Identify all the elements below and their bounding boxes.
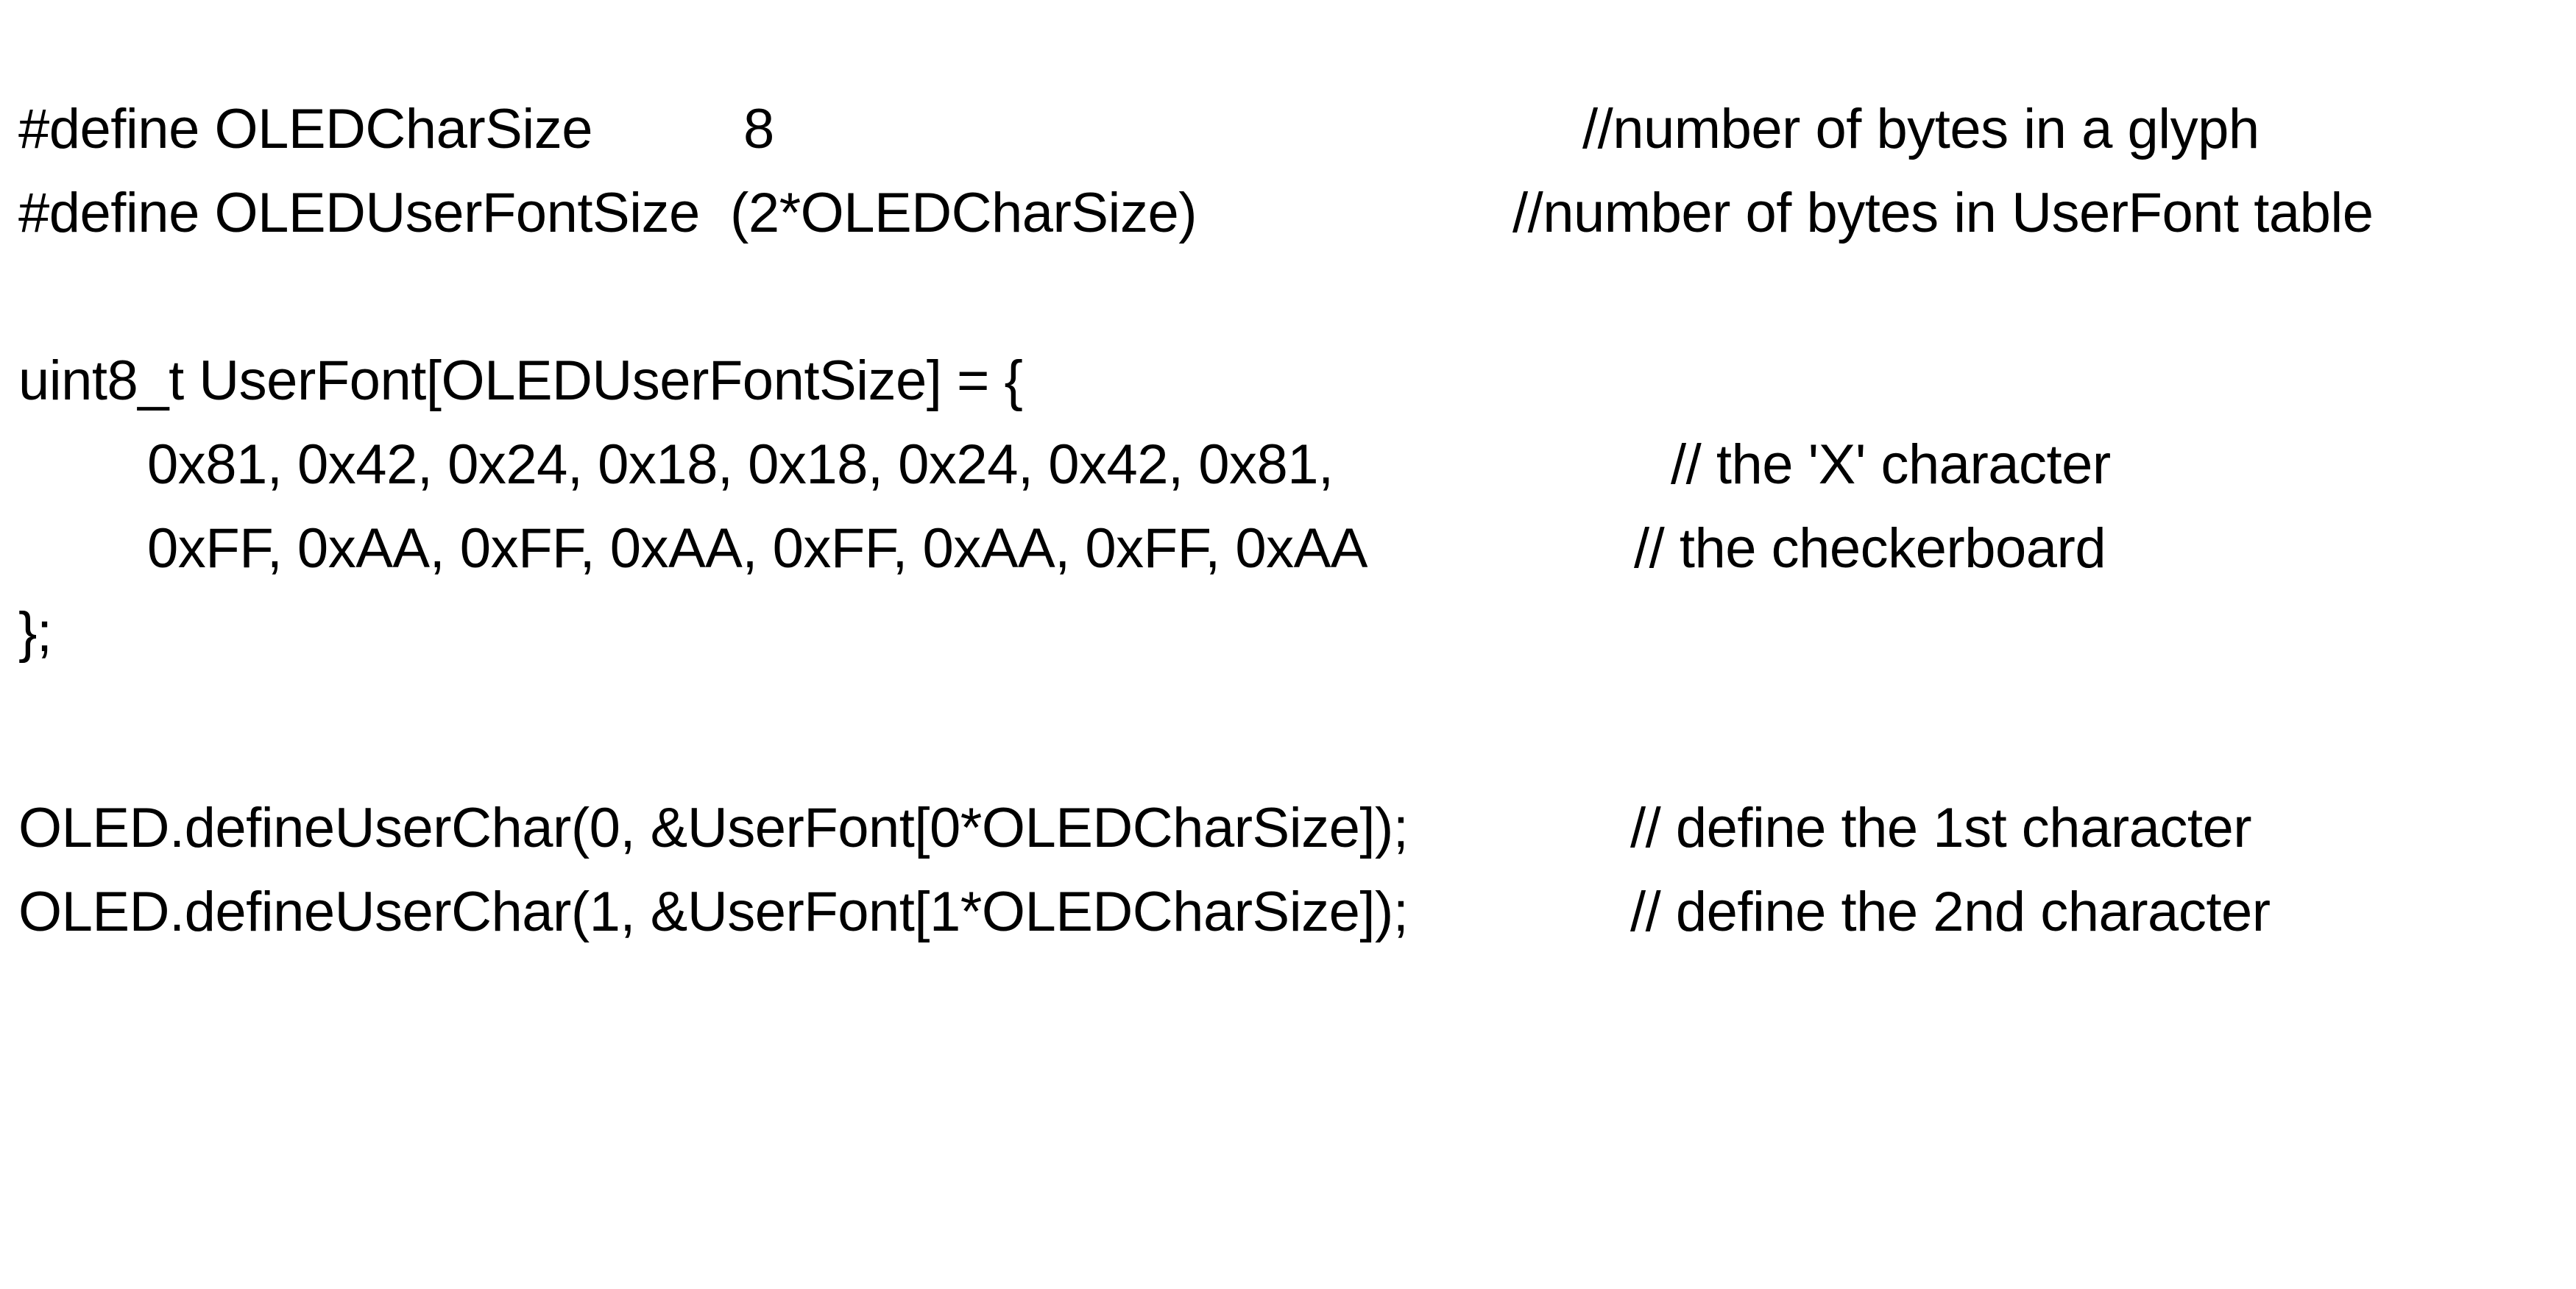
code-text: uint8_t UserFont[OLEDUserFontSize] = {: [18, 349, 1023, 412]
code-text: };: [18, 601, 52, 664]
code-comment: // define the 1st character: [1630, 797, 2252, 859]
code-text: #define OLEDCharSize: [18, 98, 592, 160]
code-text: #define OLEDUserFontSize (2*OLEDCharSize…: [18, 182, 1197, 244]
code-text: OLED.defineUserChar(1, &UserFont[1*OLEDC…: [18, 881, 1409, 943]
code-line: 0x81, 0x42, 0x24, 0x18, 0x18, 0x24, 0x42…: [0, 422, 2576, 507]
code-line: #define OLEDUserFontSize (2*OLEDCharSize…: [0, 171, 2576, 255]
code-comment: //number of bytes in a glyph: [1582, 98, 2260, 160]
code-comment: // the 'X' character: [1671, 433, 2111, 496]
code-line: 0xFF, 0xAA, 0xFF, 0xAA, 0xFF, 0xAA, 0xFF…: [0, 506, 2576, 591]
code-text: 0xFF, 0xAA, 0xFF, 0xAA, 0xFF, 0xAA, 0xFF…: [147, 517, 1367, 580]
code-value: 8: [743, 98, 774, 160]
code-comment: //number of bytes in UserFont table: [1512, 182, 2374, 244]
code-blank-line: [0, 255, 2576, 339]
code-line: OLED.defineUserChar(1, &UserFont[1*OLEDC…: [0, 870, 2576, 954]
code-line: uint8_t UserFont[OLEDUserFontSize] = {: [0, 338, 2576, 423]
code-text: 0x81, 0x42, 0x24, 0x18, 0x18, 0x24, 0x42…: [147, 433, 1334, 496]
code-line: };: [0, 590, 2576, 675]
code-comment: // define the 2nd character: [1630, 881, 2271, 943]
code-blank-line: [0, 674, 2576, 759]
code-line: OLED.defineUserChar(0, &UserFont[0*OLEDC…: [0, 786, 2576, 870]
code-text: OLED.defineUserChar(0, &UserFont[0*OLEDC…: [18, 797, 1409, 859]
code-line: #define OLEDCharSize 8 //number of bytes…: [0, 87, 2576, 171]
code-comment: // the checkerboard: [1634, 517, 2106, 580]
